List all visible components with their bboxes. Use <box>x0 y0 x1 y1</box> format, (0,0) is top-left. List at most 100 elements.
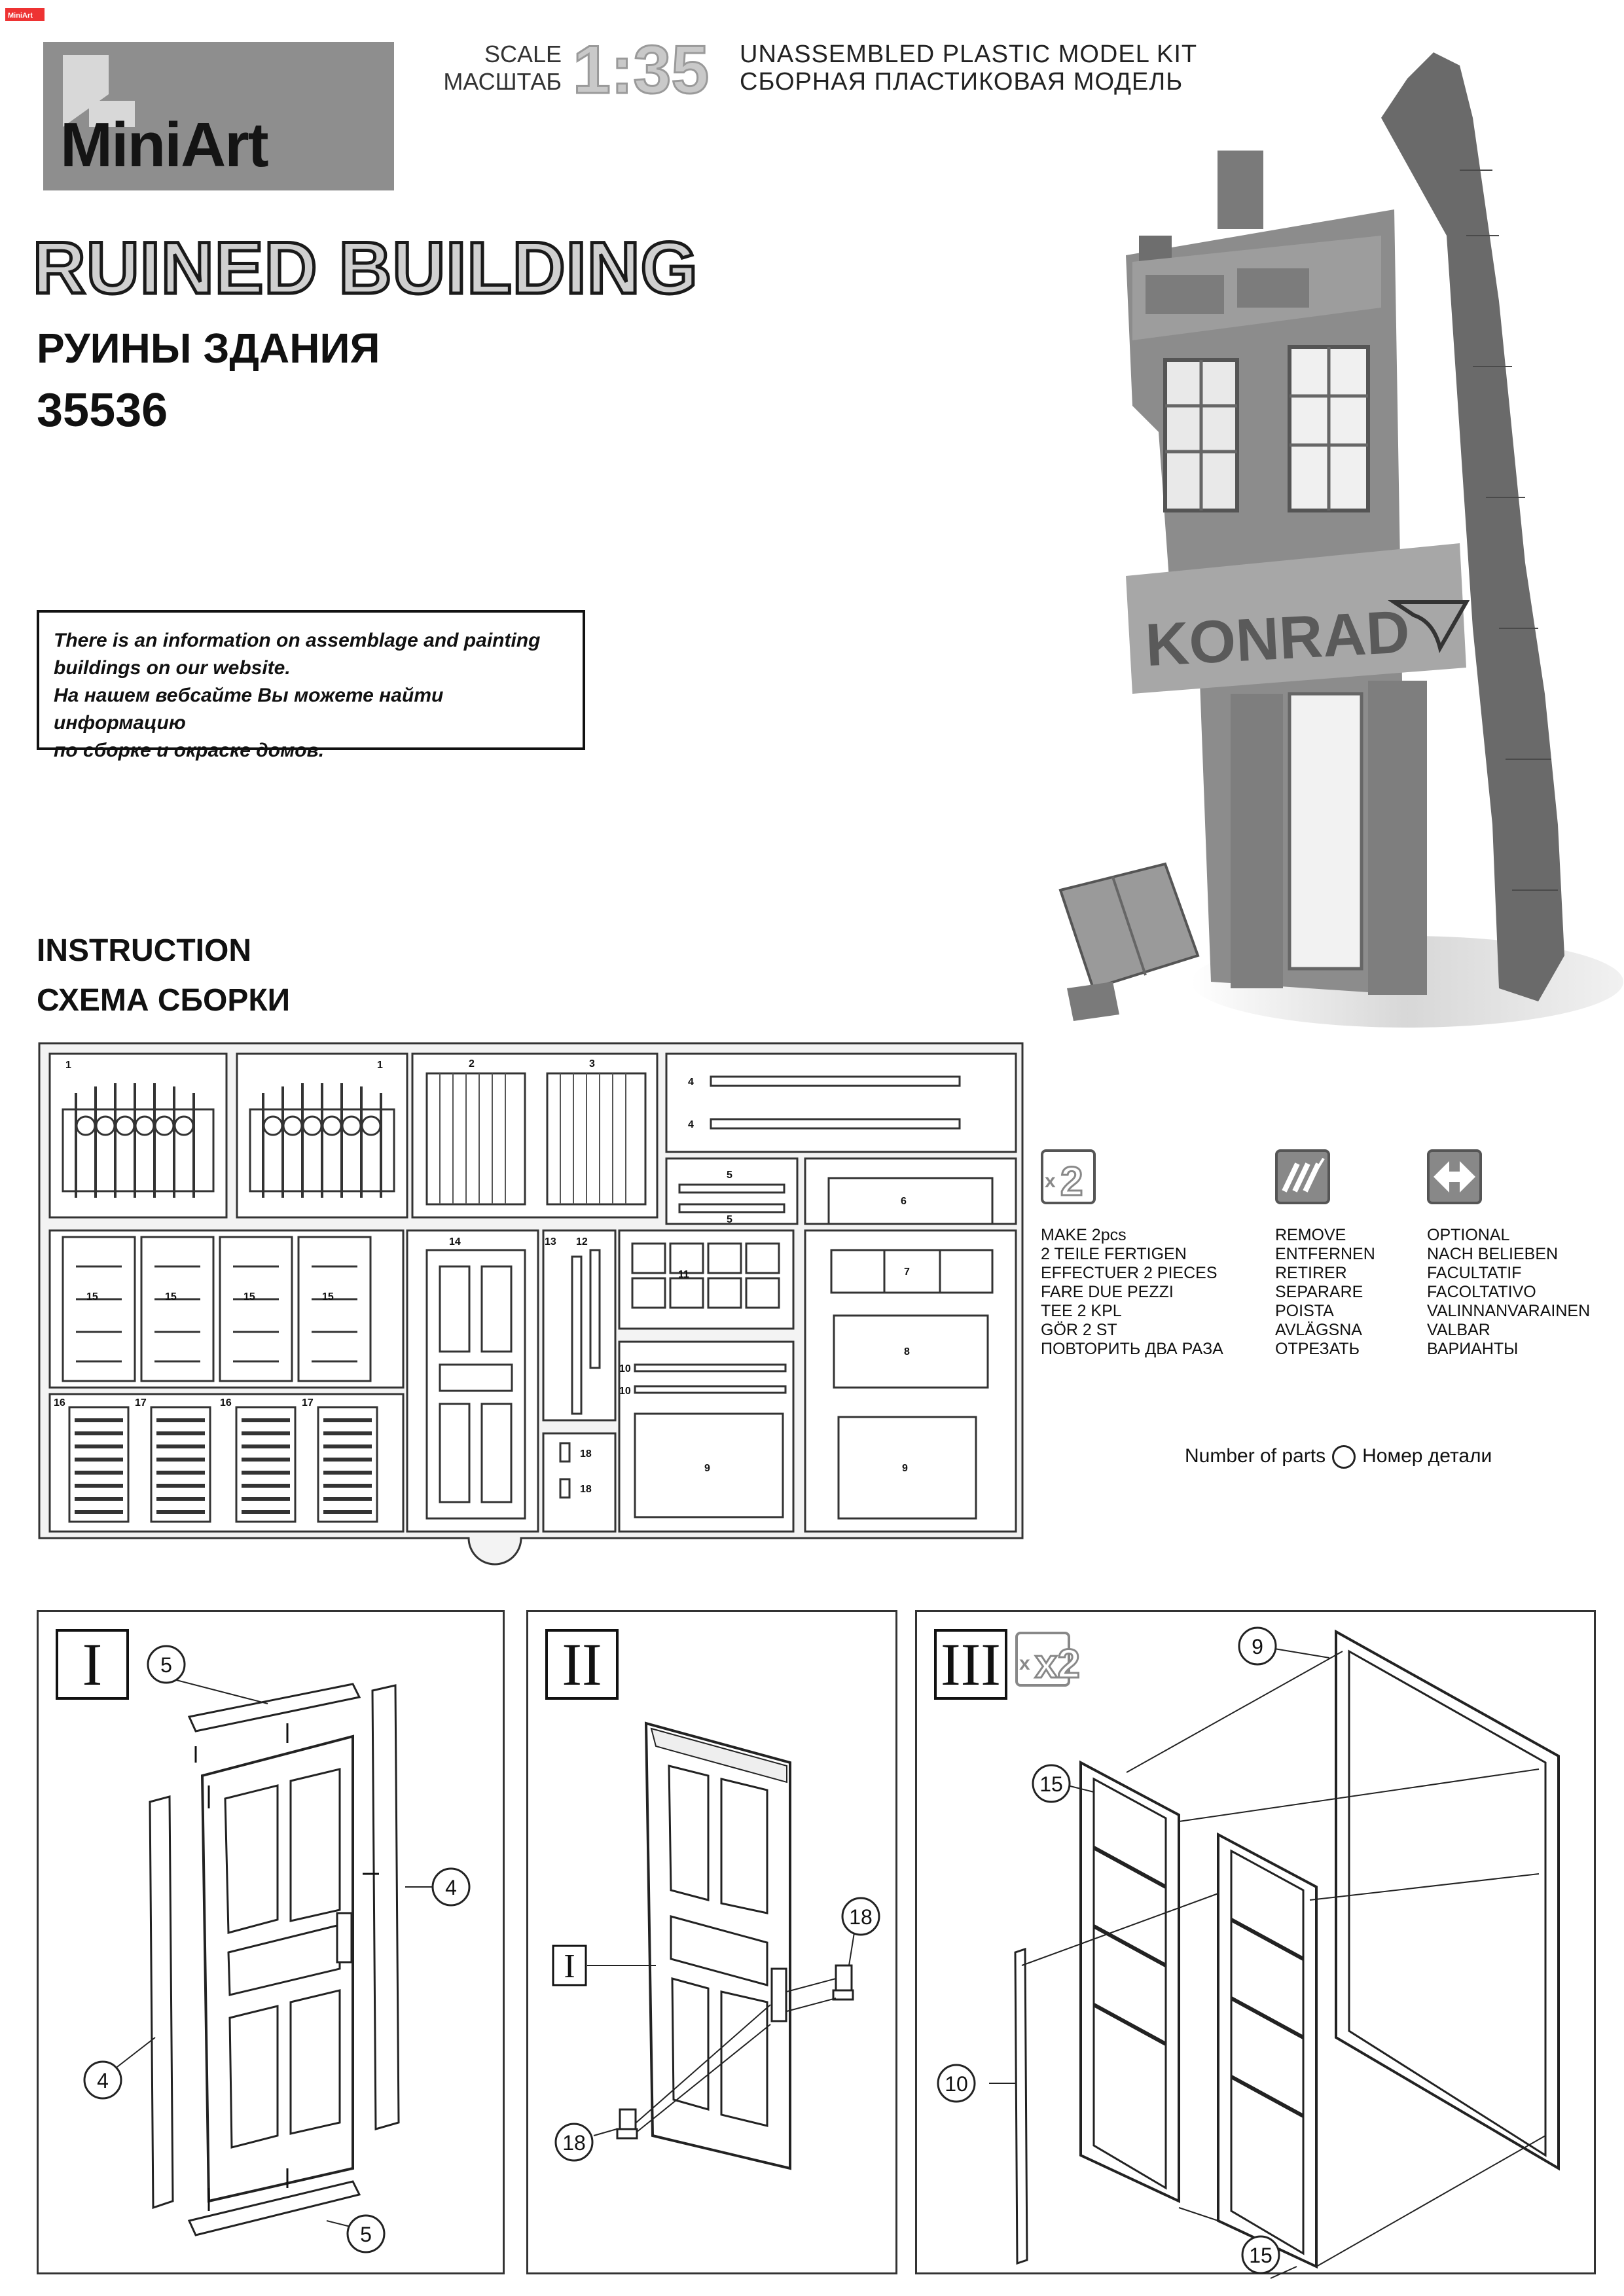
scale-label-ru: МАСШТАБ <box>443 68 562 95</box>
legend-text: MAKE 2pcs <box>1041 1226 1127 1244</box>
callout-label: 4 <box>445 1876 457 1899</box>
svg-text:x: x <box>1019 1653 1030 1674</box>
part-label: 17 <box>135 1397 147 1408</box>
part-label: 12 <box>576 1236 588 1247</box>
legend-text: ENTFERNEN <box>1275 1245 1375 1263</box>
step-numeral: III <box>934 1629 1007 1700</box>
callout-label: 15 <box>1039 1772 1063 1796</box>
corner-logo-text: MiniArt <box>8 12 33 20</box>
legend-text: EFFECTUER 2 PIECES <box>1041 1264 1218 1282</box>
legend-text: ОТРЕЗАТЬ <box>1275 1340 1360 1358</box>
legend-text: FARE DUE PEZZI <box>1041 1283 1174 1301</box>
legend-text: GÖR 2 ST <box>1041 1321 1117 1339</box>
callout-label: 15 <box>1249 2244 1272 2267</box>
optional-arrows-icon <box>1427 1149 1482 1204</box>
part-label: 15 <box>244 1291 255 1302</box>
info-line: по сборке и окраске домов. <box>54 740 325 761</box>
part-label: 5 <box>727 1170 732 1181</box>
product-title: RUINED BUILDING <box>31 226 700 311</box>
part-label: 13 <box>545 1236 556 1247</box>
legend-text: SEPARARE <box>1275 1283 1363 1301</box>
ruined-building-photo: KONRAD <box>1058 52 1623 1028</box>
scale-value: 1:35 <box>571 32 710 108</box>
part-label: 15 <box>165 1291 177 1302</box>
instruction-heading-ru: СХЕМА СБОРКИ <box>37 983 291 1018</box>
number-of-parts-legend: Number of parts Номер детали <box>1185 1445 1492 1469</box>
part-label: 9 <box>902 1463 908 1474</box>
corner-logo: MiniArt <box>5 5 64 25</box>
kit-type-en: UNASSEMBLED PLASTIC MODEL KIT <box>740 41 1198 68</box>
kit-type-ru: СБОРНАЯ ПЛАСТИКОВАЯ МОДЕЛЬ <box>740 68 1183 96</box>
legend-text: OPTIONAL <box>1427 1226 1510 1244</box>
kit-number: 35536 <box>37 384 168 437</box>
part-label: 10 <box>619 1363 631 1374</box>
part-label: 16 <box>54 1397 65 1408</box>
part-label: 4 <box>688 1119 694 1130</box>
part-label: 15 <box>322 1291 334 1302</box>
callout-label: 9 <box>1252 1635 1263 1659</box>
legend-text: VALBAR <box>1427 1321 1490 1339</box>
kit-type: UNASSEMBLED PLASTIC MODEL KIT СБОРНАЯ ПЛ… <box>740 41 1197 96</box>
svg-text:2: 2 <box>1060 1159 1083 1204</box>
legend-text: RETIRER <box>1275 1264 1347 1282</box>
brand-name: MiniArt <box>60 110 269 180</box>
number-of-parts-en: Number of parts <box>1185 1445 1326 1467</box>
part-label: 18 <box>580 1484 592 1495</box>
callout-label: 5 <box>360 2223 372 2246</box>
step-numeral: II <box>545 1629 619 1700</box>
cut-icon <box>1275 1149 1330 1204</box>
legend-text: 2 TEILE FERTIGEN <box>1041 1245 1187 1263</box>
legend-text: TEE 2 KPL <box>1041 1302 1122 1320</box>
part-label: 18 <box>580 1448 592 1460</box>
x2-icon: x 2 <box>1041 1149 1096 1206</box>
info-line: There is an information on assemblage an… <box>54 630 541 651</box>
part-label: 15 <box>86 1291 98 1302</box>
number-of-parts-ru: Номер детали <box>1362 1445 1492 1467</box>
part-label: 14 <box>449 1236 461 1247</box>
instruction-heading: INSTRUCTION СХЕМА СБОРКИ <box>37 926 290 1026</box>
legend-text: AVLÄGSNA <box>1275 1321 1362 1339</box>
info-line: buildings on our website. <box>54 657 291 679</box>
legend-remove: REMOVE ENTFERNEN RETIRER SEPARARE POISTA… <box>1275 1149 1375 1359</box>
part-label: 7 <box>904 1266 910 1278</box>
part-label: 10 <box>619 1386 631 1397</box>
callout-label: 18 <box>562 2131 586 2155</box>
legend-text: ВАРИАНТЫ <box>1427 1340 1519 1358</box>
callout-label: 18 <box>849 1905 873 1929</box>
scale-label-en: SCALE <box>484 41 562 67</box>
sign-bracket-icon <box>1388 600 1470 653</box>
legend-text: NACH BELIEBEN <box>1427 1245 1559 1263</box>
step-multiplier: x2 <box>1035 1641 1080 1687</box>
part-label: 1 <box>65 1060 71 1071</box>
callout-label: 5 <box>160 1653 172 1677</box>
legend-text: ПОВТОРИТЬ ДВА РАЗА <box>1041 1340 1223 1358</box>
part-label: 3 <box>589 1058 595 1069</box>
callout-label: 4 <box>97 2069 109 2092</box>
step-numeral: I <box>56 1629 129 1700</box>
info-line: На нашем вебсайте Вы можете найти информ… <box>54 685 444 734</box>
part-label: 6 <box>901 1196 907 1207</box>
x2-icon: x x2 <box>1015 1632 1081 1688</box>
step-2-panel: II 18 18 I <box>526 1610 897 2274</box>
step-reference-label: I <box>564 1948 575 1985</box>
instruction-heading-en: INSTRUCTION <box>37 933 251 968</box>
part-label: 8 <box>904 1346 910 1357</box>
part-label: 1 <box>377 1060 383 1071</box>
part-number-circle-icon <box>1332 1445 1356 1469</box>
legend-text: POISTA <box>1275 1302 1334 1320</box>
part-label: 4 <box>688 1077 694 1088</box>
scale-label: SCALE МАСШТАБ <box>437 41 562 96</box>
part-label: 16 <box>220 1397 232 1408</box>
logo-mark-icon <box>63 55 135 127</box>
website-info-box: There is an information on assemblage an… <box>37 610 585 761</box>
part-label: 11 <box>678 1269 689 1280</box>
legend-text: FACULTATIF <box>1427 1264 1522 1282</box>
part-label: 5 <box>727 1214 732 1225</box>
part-label: 2 <box>469 1058 475 1069</box>
legend-text: VALINNANVARAINEN <box>1427 1302 1591 1320</box>
legend-text: FACOLTATIVO <box>1427 1283 1536 1301</box>
sprue-diagram: 1 1 2 3 4 4 5 5 6 7 8 9 9 10 10 11 12 13… <box>38 1042 1024 1566</box>
brand-logo: MiniArt <box>43 42 394 190</box>
callout-label: 10 <box>945 2072 968 2096</box>
legend-make2: x 2 MAKE 2pcs 2 TEILE FERTIGEN EFFECTUER… <box>1041 1149 1223 1359</box>
